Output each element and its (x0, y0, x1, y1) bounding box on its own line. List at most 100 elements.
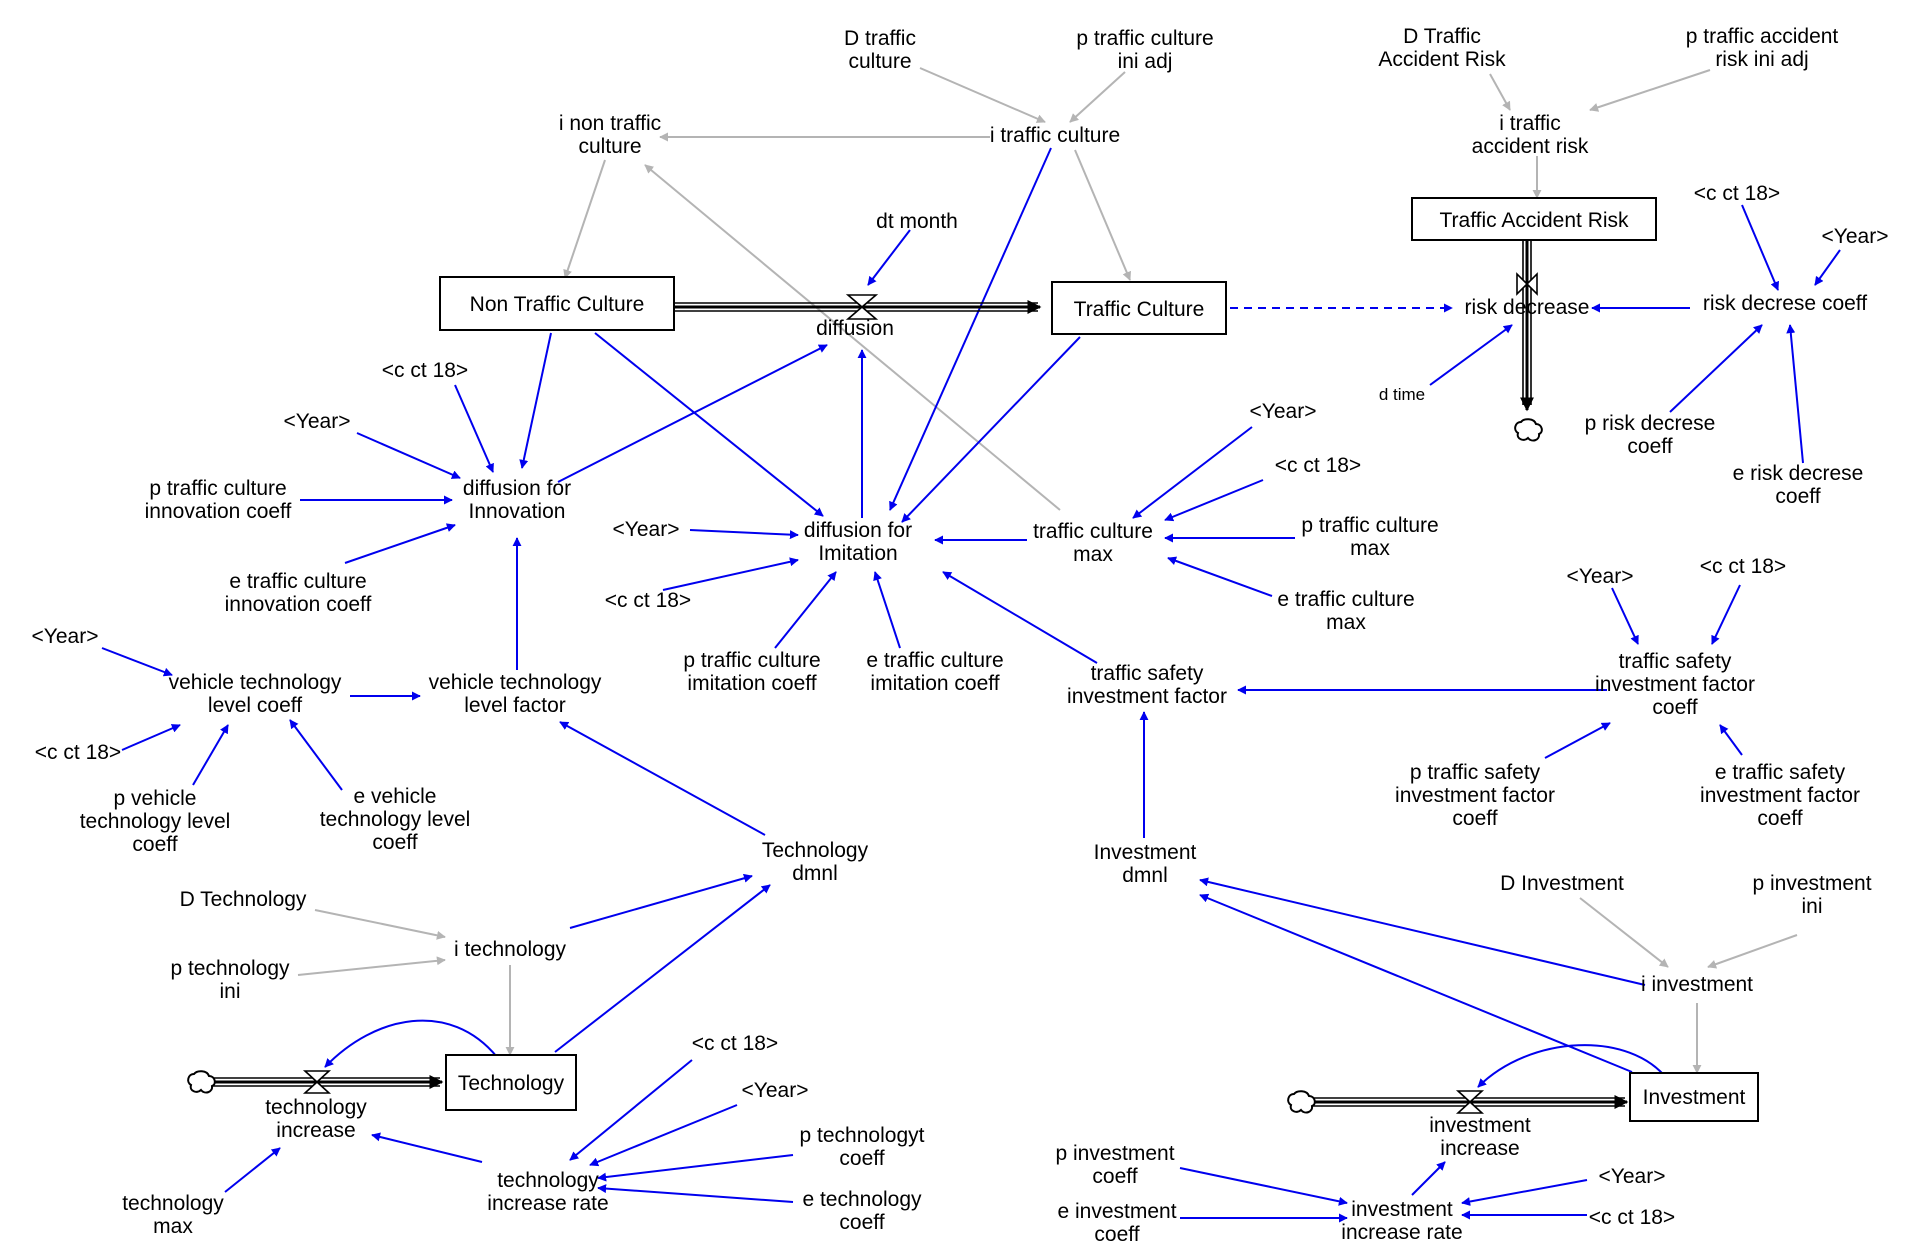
variable-label-line: i traffic (1499, 112, 1560, 135)
variable-year-d[interactable]: <Year> (613, 518, 680, 541)
variable-c-ct-18-e[interactable]: <c ct 18> (1700, 555, 1786, 578)
variable-label-line: D traffic (844, 27, 916, 50)
variable-label-line: ini (219, 980, 240, 1003)
variable-c-ct-18-h[interactable]: <c ct 18> (1589, 1206, 1675, 1229)
variable-label-line: d time (1379, 385, 1425, 404)
variable-c-ct-18-c[interactable]: <c ct 18> (1275, 454, 1361, 477)
cloud-icon (1514, 418, 1543, 442)
variable-year-h[interactable]: <Year> (1599, 1165, 1666, 1188)
variable-year-c[interactable]: <Year> (1250, 400, 1317, 423)
variable-c-ct-18-d[interactable]: <c ct 18> (605, 589, 691, 612)
flow-technology-increase-pipe (210, 1070, 444, 1094)
link-non-traffic-culture-to-imitation (594, 332, 824, 517)
variable-c-ct-18-a[interactable]: <c ct 18> (1694, 182, 1780, 205)
variable-c-ct-18-g[interactable]: <c ct 18> (692, 1032, 778, 1055)
variable-label-line: imitation coeff (687, 672, 816, 695)
variable-label-line: p investment (1055, 1142, 1174, 1165)
variable-label-line: p traffic accident (1686, 25, 1839, 48)
variable-i-investment[interactable]: i investment (1641, 973, 1753, 996)
stock-traffic-culture[interactable]: Traffic Culture (1051, 281, 1227, 335)
variable-label-line: e vehicle (354, 785, 437, 808)
variable-year-e[interactable]: <Year> (1567, 565, 1634, 588)
variable-c-ct-18-b[interactable]: <c ct 18> (382, 359, 468, 382)
variable-year-b[interactable]: <Year> (284, 410, 351, 433)
variable-i-technology[interactable]: i technology (454, 938, 567, 961)
flow-pipes (210, 240, 1629, 1114)
variable-label-line: technology (122, 1192, 224, 1215)
link-technology-feedback-loop (324, 1019, 498, 1068)
variable-year-g[interactable]: <Year> (742, 1079, 809, 1102)
variable-risk-decrese-coeff[interactable]: risk decrese coeff (1703, 292, 1867, 315)
variable-label-line: diffusion (816, 317, 894, 340)
variable-risk-decrease[interactable]: risk decrease (1465, 296, 1590, 319)
variable-label-line: coeff (1094, 1223, 1139, 1246)
variable-label-line: e risk decrese (1733, 462, 1864, 485)
variable-label-line: <Year> (284, 410, 351, 433)
variable-year-a[interactable]: <Year> (1822, 225, 1889, 248)
variable-year-f[interactable]: <Year> (32, 625, 99, 648)
stock-traffic-accident-risk[interactable]: Traffic Accident Risk (1411, 197, 1657, 241)
variable-label-line: p traffic culture (683, 649, 820, 672)
variable-label-line: <Year> (742, 1079, 809, 1102)
variable-label-line: accident risk (1472, 135, 1589, 158)
variable-c-ct-18-f[interactable]: <c ct 18> (35, 741, 121, 764)
variable-d-technology[interactable]: D Technology (180, 888, 307, 911)
stock-non-traffic-culture[interactable]: Non Traffic Culture (439, 276, 675, 331)
stock-investment[interactable]: Investment (1629, 1072, 1759, 1122)
variable-label-line: p traffic culture (149, 477, 286, 500)
variable-label-line: investment factor (1595, 673, 1755, 696)
variable-label-line: Innovation (469, 500, 566, 523)
variable-label-line: coeff (132, 833, 177, 856)
variable-diffusion[interactable]: diffusion (816, 317, 894, 340)
link-cct18-to-tech-rate (569, 1059, 693, 1161)
information-links (297, 67, 1798, 1074)
variable-d-investment[interactable]: D Investment (1500, 872, 1624, 895)
variable-label-line: investment (1429, 1114, 1531, 1137)
variable-dt-month[interactable]: dt month (876, 210, 958, 233)
variable-label-line: e technology (802, 1188, 922, 1211)
variable-label-line: <Year> (1822, 225, 1889, 248)
variable-d-time[interactable]: d time (1379, 385, 1425, 404)
variable-i-traffic-culture[interactable]: i traffic culture (990, 124, 1120, 147)
variable-label-line: dmnl (1122, 864, 1168, 887)
stock-technology[interactable]: Technology (445, 1054, 577, 1111)
